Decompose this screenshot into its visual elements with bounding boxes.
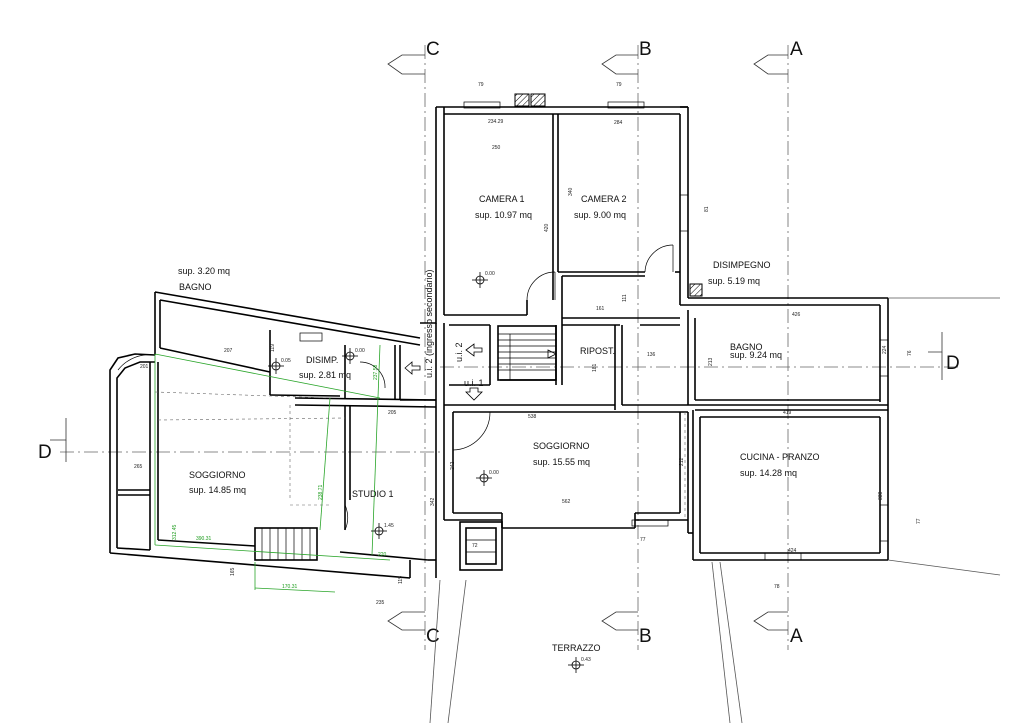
room-name-bagno-left: BAGNO — [179, 282, 212, 292]
stair-treads — [261, 333, 556, 560]
dim-340: 340 — [568, 187, 574, 196]
dim-119: 119 — [270, 344, 276, 352]
section-label-d-left: D — [38, 442, 52, 463]
room-name-camera-2: CAMERA 2 — [581, 194, 627, 204]
room-area-soggiorno-left: sup. 14.85 mq — [189, 485, 246, 495]
dim-79b: 79 — [616, 82, 622, 88]
dim-420: 420 — [544, 223, 550, 232]
room-name-studio: STUDIO 1 — [352, 489, 394, 499]
section-axes — [60, 45, 960, 650]
section-markers — [50, 54, 943, 631]
dim-77a: 77 — [916, 518, 922, 524]
room-area-camera-1: sup. 10.97 mq — [475, 210, 532, 220]
room-area-disimpegno: sup. 5.19 mq — [708, 276, 760, 286]
dim-76: 76 — [907, 350, 913, 356]
dim-250: 250 — [492, 145, 501, 151]
entrance-label-ui1: u.i. 1 — [464, 378, 484, 388]
dim-72: 72 — [472, 543, 478, 549]
dim-181: 181 — [592, 363, 598, 372]
room-name-soggiorno-main: SOGGIORNO — [533, 441, 590, 451]
section-label-a-top: A — [790, 39, 803, 60]
hidden-lines — [154, 391, 686, 520]
dim-562: 562 — [562, 499, 571, 505]
entrance-arrows — [404, 343, 557, 401]
room-name-ripost: RIPOST. — [580, 346, 615, 356]
dim-81: 81 — [704, 206, 710, 212]
room-name-bagno-right: BAGNO — [730, 342, 763, 352]
dim-424: 424 — [788, 548, 797, 554]
room-area-soggiorno-main: sup. 15.55 mq — [533, 457, 590, 467]
dim-77b: 77 — [640, 537, 646, 543]
dim-224: 224 — [882, 345, 888, 354]
dim-111: 111 — [622, 294, 628, 302]
dim-green-237: 237.58 — [373, 364, 379, 380]
dim-284: 284 — [614, 120, 623, 126]
dim-115: 115 — [398, 576, 404, 584]
dim-green-390: 390.31 — [196, 536, 212, 542]
dim-201: 201 — [140, 364, 149, 370]
dim-78: 78 — [774, 584, 780, 590]
level-studio: 1.45 — [384, 523, 394, 529]
level-bagno-left: 0.05 — [281, 358, 291, 364]
dim-235: 235 — [376, 600, 385, 606]
level-soggiorno-main: 0.00 — [489, 470, 499, 476]
dim-265: 265 — [134, 464, 143, 470]
room-name-camera-1: CAMERA 1 — [479, 194, 525, 204]
section-label-d-right: D — [946, 353, 960, 374]
walls — [109, 106, 889, 579]
room-area-bagno-left: sup. 3.20 mq — [178, 266, 230, 276]
chimney-blocks — [514, 93, 703, 297]
windows — [299, 101, 889, 561]
dim-207: 207 — [224, 348, 233, 354]
room-name-cucina: CUCINA - PRANZO — [740, 452, 820, 462]
room-name-soggiorno-left: SOGGIORNO — [189, 470, 246, 480]
dim-212: 212 — [679, 457, 685, 466]
level-markers — [268, 272, 584, 673]
terrace-edges — [429, 297, 1001, 723]
section-label-c-bottom: C — [426, 626, 440, 647]
door-swings — [117, 244, 674, 531]
dim-426: 426 — [792, 312, 801, 318]
entrance-label-ui2-short: u.i. 2 — [454, 342, 464, 362]
section-label-c-top: C — [426, 39, 440, 60]
green-survey — [154, 344, 391, 593]
room-area-bagno-right: sup. 9.24 mq — [730, 350, 782, 360]
dim-342: 342 — [430, 497, 436, 506]
dim-green-170: 170.31 — [282, 584, 298, 590]
level-disimp: 0.00 — [355, 348, 365, 354]
dim-242: 242 — [450, 461, 456, 470]
section-label-a-bottom: A — [790, 626, 803, 647]
dim-136: 136 — [647, 352, 656, 358]
room-area-camera-2: sup. 9.00 mq — [574, 210, 626, 220]
entrance-label-ui2: u.i. 2 (ingresso secondario) — [424, 269, 434, 378]
room-name-disimp: DISIMP. — [306, 355, 338, 365]
dim-green-312: 312.45 — [172, 524, 178, 540]
dim-green-220: 220 — [378, 552, 387, 558]
room-name-disimpegno: DISIMPEGNO — [713, 260, 771, 270]
dim-79a: 79 — [478, 82, 484, 88]
dim-338: 338 — [878, 491, 884, 500]
dim-234: 234.29 — [488, 119, 504, 125]
dim-165: 165 — [230, 567, 236, 576]
room-area-disimp: sup. 2.81 mq — [299, 370, 351, 380]
room-area-cucina: sup. 14.28 mq — [740, 468, 797, 478]
level-terrazzo: 0.43 — [581, 657, 591, 663]
dim-419: 419 — [783, 410, 792, 416]
room-name-terrazzo: TERRAZZO — [552, 643, 601, 653]
section-label-b-top: B — [639, 39, 652, 60]
section-label-b-bottom: B — [639, 626, 652, 647]
dim-161: 161 — [596, 306, 605, 312]
dim-538: 538 — [528, 414, 537, 420]
dim-213: 213 — [708, 357, 714, 366]
dim-green-238: 238.71 — [318, 484, 324, 500]
dim-205: 205 — [388, 410, 397, 416]
level-camera-1: 0.00 — [485, 271, 495, 277]
